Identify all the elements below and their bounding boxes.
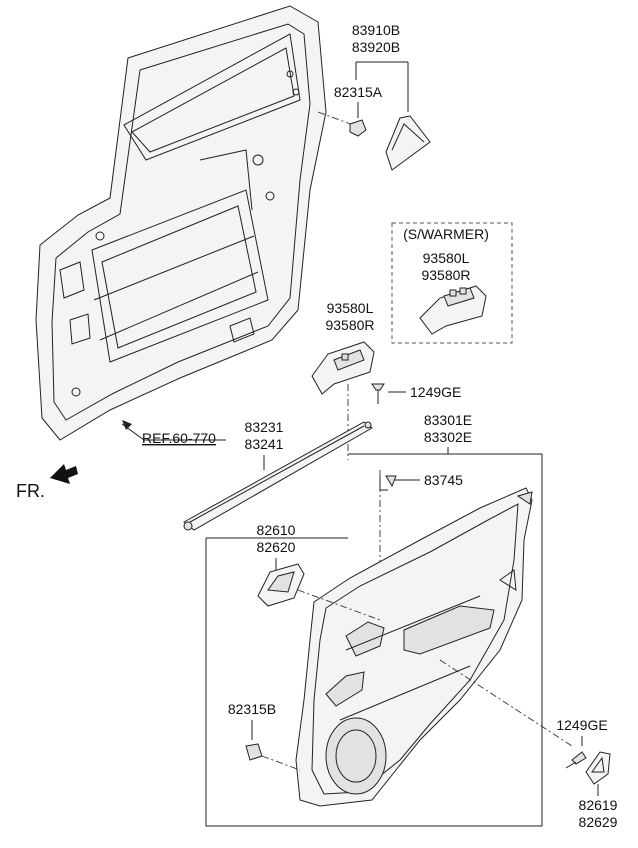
clip-83745 xyxy=(385,475,397,488)
bracket-83910b xyxy=(355,61,409,112)
leader-82315b-drop xyxy=(261,755,301,771)
seat-warmer-variant-box xyxy=(391,222,513,344)
label-83302e: 83302E xyxy=(424,429,472,445)
label-83301e: 83301E xyxy=(424,412,472,428)
label-82629: 82629 xyxy=(579,814,618,830)
label-83241: 83241 xyxy=(245,436,284,452)
screw-1249ge-upper xyxy=(371,383,385,404)
label-swarmer: (S/WARMER) xyxy=(403,226,489,242)
clip-82315b xyxy=(245,743,263,761)
panel-box-outline xyxy=(205,453,543,827)
belt-moulding-83231 xyxy=(183,421,373,531)
label-93580r-warmer: 93580R xyxy=(421,267,470,283)
screw-cover-82619 xyxy=(585,751,611,785)
screw-1249ge-lower xyxy=(565,751,587,769)
clip-82315a xyxy=(349,119,367,137)
ref-arrow-head-icon xyxy=(122,420,132,430)
label-82610: 82610 xyxy=(257,522,296,538)
label-83745: 83745 xyxy=(424,472,463,488)
door-frame-assembly xyxy=(35,5,327,441)
label-fr: FR. xyxy=(16,481,45,501)
switch-panel-93580l xyxy=(311,341,375,395)
label-83920b: 83920B xyxy=(352,39,400,55)
label-1249ge-upper: 1249GE xyxy=(410,384,461,400)
label-82315a: 82315A xyxy=(334,84,383,100)
switch-panel-warmer xyxy=(419,285,487,335)
label-1249ge-lower: 1249GE xyxy=(556,717,607,733)
leader-ref xyxy=(121,423,226,441)
label-82315b: 82315B xyxy=(228,701,276,717)
label-93580l-warmer: 93580L xyxy=(423,250,470,266)
label-93580l: 93580L xyxy=(327,300,374,316)
front-direction-arrow-icon xyxy=(50,464,78,484)
label-82620: 82620 xyxy=(257,539,296,555)
label-ref: REF.60-770 xyxy=(142,430,216,446)
label-83231: 83231 xyxy=(245,419,284,435)
leader-83745 xyxy=(379,476,420,491)
corner-trim-83910b xyxy=(385,115,431,171)
label-93580r: 93580R xyxy=(325,317,374,333)
door-trim-panel-83301e xyxy=(295,487,533,807)
label-82619: 82619 xyxy=(579,797,618,813)
leader-1249ge-lower-drop xyxy=(439,659,573,747)
label-83910b: 83910B xyxy=(352,22,400,38)
inside-handle-82610 xyxy=(257,563,305,607)
